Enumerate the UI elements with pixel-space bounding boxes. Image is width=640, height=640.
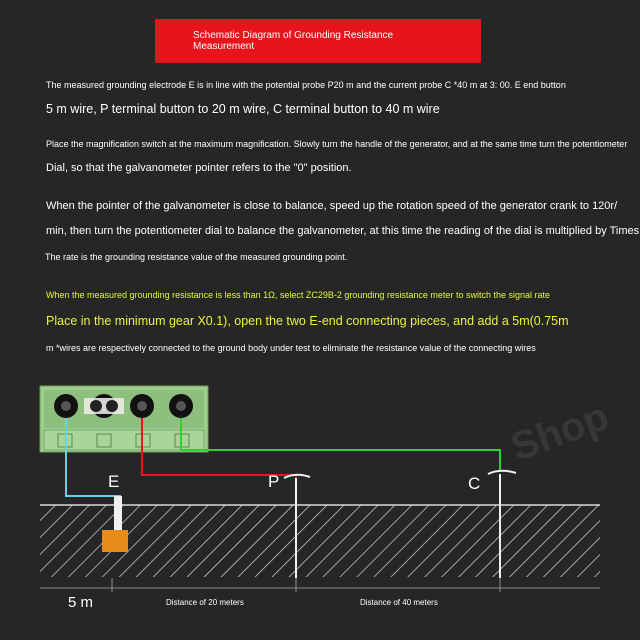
- paragraph-4: Dial, so that the galvanometer pointer r…: [46, 162, 352, 174]
- label-e: E: [108, 472, 120, 491]
- distance-5m: 5 m: [68, 594, 94, 611]
- distance-40m: Distance of 40 meters: [360, 598, 438, 607]
- c-probe: [487, 469, 517, 578]
- e-electrode-rod: [114, 496, 122, 536]
- p-probe: [283, 473, 311, 578]
- label-c: C: [468, 474, 481, 493]
- p-wire: [141, 418, 297, 478]
- paragraph-9: Place in the minimum gear X0.1), open th…: [46, 314, 569, 328]
- paragraph-3: Place the magnification switch at the ma…: [46, 139, 628, 149]
- paragraph-5: When the pointer of the galvanometer is …: [46, 200, 618, 212]
- terminal-knob[interactable]: [130, 394, 154, 418]
- ground-area: [40, 505, 600, 577]
- paragraph-7: The rate is the grounding resistance val…: [45, 252, 348, 262]
- paragraph-2: 5 m wire, P terminal button to 20 m wire…: [46, 102, 440, 116]
- c-wire: [180, 418, 501, 472]
- e-electrode: [102, 530, 128, 552]
- paragraph-8: When the measured grounding resistance i…: [46, 290, 550, 300]
- distance-20m: Distance of 20 meters: [166, 598, 244, 607]
- paragraph-10: m *wires are respectively connected to t…: [46, 343, 536, 353]
- terminal-knob[interactable]: [169, 394, 193, 418]
- label-p: P: [268, 472, 280, 491]
- title-banner: Schematic Diagram of Grounding Resistanc…: [155, 19, 481, 63]
- paragraph-1: The measured grounding electrode E is in…: [46, 80, 566, 90]
- paragraph-6: min, then turn the potentiometer dial to…: [46, 225, 640, 237]
- title-text: Schematic Diagram of Grounding Resistanc…: [193, 30, 394, 52]
- terminal-knob[interactable]: [54, 394, 78, 418]
